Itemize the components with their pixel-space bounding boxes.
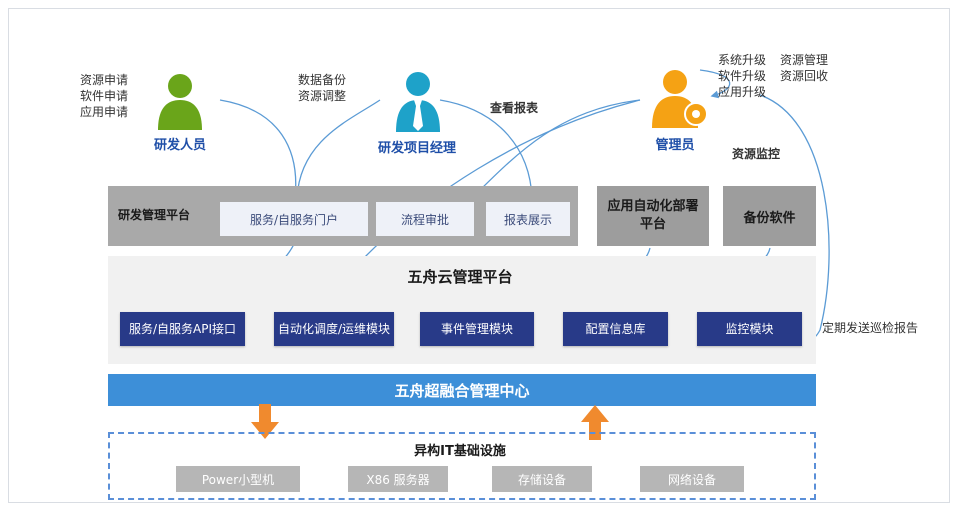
monitor-module: 监控模块 xyxy=(697,312,802,346)
report-box: 报表展示 xyxy=(486,202,570,236)
admin-note: 应用升级 xyxy=(718,85,767,99)
backup-software: 备份软件 xyxy=(723,186,816,246)
admin-label: 管理员 xyxy=(655,138,695,153)
admin-notes-left: 系统升级 软件升级 应用升级 xyxy=(718,52,774,100)
portal-box: 服务/自服务门户 xyxy=(220,202,368,236)
infra-x86: X86 服务器 xyxy=(348,466,448,492)
hci-bar: 五舟超融合管理中心 xyxy=(108,374,816,406)
developer-person-icon xyxy=(158,74,202,130)
infra-storage: 存储设备 xyxy=(492,466,592,492)
admin-note: 资源回收 xyxy=(780,69,829,83)
admin-note: 资源管理 xyxy=(780,53,829,67)
admin-note: 系统升级 xyxy=(718,53,767,67)
backup-label: 备份软件 xyxy=(743,210,796,226)
admin-note: 软件升级 xyxy=(718,69,767,83)
developer-note: 资源申请 xyxy=(80,73,129,87)
infra-container xyxy=(108,432,816,500)
pm-note: 资源调整 xyxy=(298,89,347,103)
admin-person-icon xyxy=(652,70,708,128)
monitor-module-label: 监控模块 xyxy=(725,321,774,336)
developer-note: 软件申请 xyxy=(80,89,129,103)
app-deploy-platform: 应用自动化部署平台 xyxy=(597,186,709,246)
infra-network: 网络设备 xyxy=(640,466,744,492)
pm-person-icon xyxy=(396,72,440,132)
event-module: 事件管理模块 xyxy=(420,312,534,346)
resource-monitor-note: 资源监控 xyxy=(732,147,781,161)
developer-label: 研发人员 xyxy=(153,138,206,153)
periodic-report-note: 定期发送巡检报告 xyxy=(822,321,919,335)
view-report-note: 查看报表 xyxy=(490,101,539,115)
up-arrow-icon xyxy=(581,405,609,440)
infra-title: 异构IT基础设施 xyxy=(414,444,506,459)
approval-box: 流程审批 xyxy=(376,202,474,236)
pm-notes: 数据备份 资源调整 xyxy=(298,72,358,104)
diagram-frame xyxy=(8,8,950,503)
rd-platform-label: 研发管理平台 xyxy=(118,208,191,222)
admin-notes-right: 资源管理 资源回收 xyxy=(780,52,840,84)
cloud-title: 五舟云管理平台 xyxy=(407,268,513,286)
developer-notes: 资源申请 软件申请 应用申请 xyxy=(80,72,140,120)
cmdb-module-label: 配置信息库 xyxy=(585,321,646,336)
automation-module-label: 自动化调度/运维模块 xyxy=(277,321,391,336)
infra-power: Power小型机 xyxy=(176,466,300,492)
api-module: 服务/自服务API接口 xyxy=(120,312,245,346)
developer-note: 应用申请 xyxy=(80,105,129,119)
event-module-label: 事件管理模块 xyxy=(440,321,513,336)
pm-note: 数据备份 xyxy=(298,73,347,87)
cloud-platform-band xyxy=(108,256,816,364)
cmdb-module: 配置信息库 xyxy=(563,312,668,346)
app-deploy-label: 应用自动化部署平台 xyxy=(607,199,699,232)
api-module-label: 服务/自服务API接口 xyxy=(128,321,237,336)
down-arrow-icon xyxy=(251,404,279,439)
pm-label: 研发项目经理 xyxy=(377,141,456,156)
hci-label: 五舟超融合管理中心 xyxy=(394,381,530,400)
automation-module: 自动化调度/运维模块 xyxy=(274,312,394,346)
